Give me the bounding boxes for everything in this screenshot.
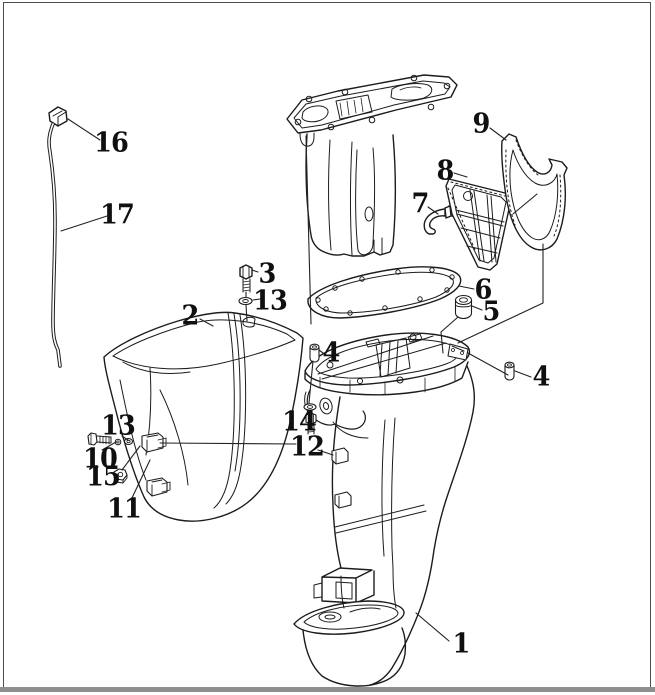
callout-label-15: 15 (86, 461, 121, 493)
leader-line (490, 128, 506, 140)
callout-label-16: 16 (94, 127, 129, 159)
leader-line (515, 371, 531, 377)
leader-line (513, 194, 537, 214)
part-pin-4-right (505, 362, 514, 380)
part-nut-15 (114, 469, 127, 483)
leader-line (454, 173, 467, 177)
part-upper-casing (287, 75, 457, 256)
leader-line (441, 317, 458, 353)
leader-line (68, 119, 100, 140)
part-rod-clip (49, 107, 67, 126)
part-lower-casing (294, 333, 474, 686)
callout-label-10: 10 (83, 443, 118, 475)
part-bolt-14 (306, 413, 316, 434)
leader-line (416, 613, 449, 641)
callout-label-1: 1 (452, 628, 471, 660)
callout-label-13: 13 (101, 410, 136, 442)
part-washer-13-top (239, 298, 252, 305)
drawing-border-bottom (0, 687, 655, 692)
leader-line (428, 207, 438, 214)
callout-label-17: 17 (100, 199, 135, 231)
leader-line (122, 436, 128, 440)
leader-line (472, 306, 482, 310)
part-washer-small (115, 439, 121, 445)
part-pin-4-left (310, 344, 319, 362)
leader-line (318, 450, 333, 455)
leader-line (253, 299, 260, 300)
part-bolt-3 (240, 265, 252, 292)
leader-line (252, 270, 258, 272)
callout-label-8: 8 (436, 155, 455, 187)
callout-label-3: 3 (258, 258, 277, 290)
callout-label-9: 9 (472, 108, 491, 140)
leader-line (102, 442, 116, 450)
leader-line (122, 446, 140, 470)
part-rod (49, 124, 60, 366)
leader-line (131, 460, 150, 500)
part-seal-frame (502, 134, 567, 250)
leader-line (61, 216, 107, 231)
leader-line (160, 443, 296, 444)
part-bolt-10 (88, 433, 111, 445)
part-washer-14 (304, 404, 316, 410)
leader-line (458, 244, 543, 343)
leader-line (306, 410, 309, 415)
callout-label-6: 6 (474, 274, 493, 306)
leader-lines (61, 119, 543, 641)
leader-line (319, 350, 323, 353)
callout-label-4: 4 (322, 337, 341, 369)
leader-line (459, 286, 474, 289)
callout-label-7: 7 (411, 188, 430, 220)
leader-line (114, 474, 118, 476)
callout-label-13: 13 (253, 285, 288, 317)
callout-label-14: 14 (282, 406, 317, 438)
part-grommet-5 (456, 296, 472, 319)
leader-line (200, 319, 213, 326)
leader-line (468, 353, 508, 375)
part-gasket (308, 267, 461, 318)
part-exhaust-plate (446, 179, 511, 270)
callout-label-4: 4 (532, 361, 551, 393)
callout-label-12: 12 (290, 431, 325, 463)
callout-label-11: 11 (107, 493, 142, 525)
leader-line (309, 361, 313, 403)
leader-line (306, 136, 311, 324)
leader-line (246, 305, 247, 321)
callout-label-2: 2 (181, 300, 200, 332)
part-washer-13-left (125, 439, 133, 445)
callout-label-5: 5 (482, 296, 501, 328)
part-bottom-cowling (104, 312, 303, 521)
